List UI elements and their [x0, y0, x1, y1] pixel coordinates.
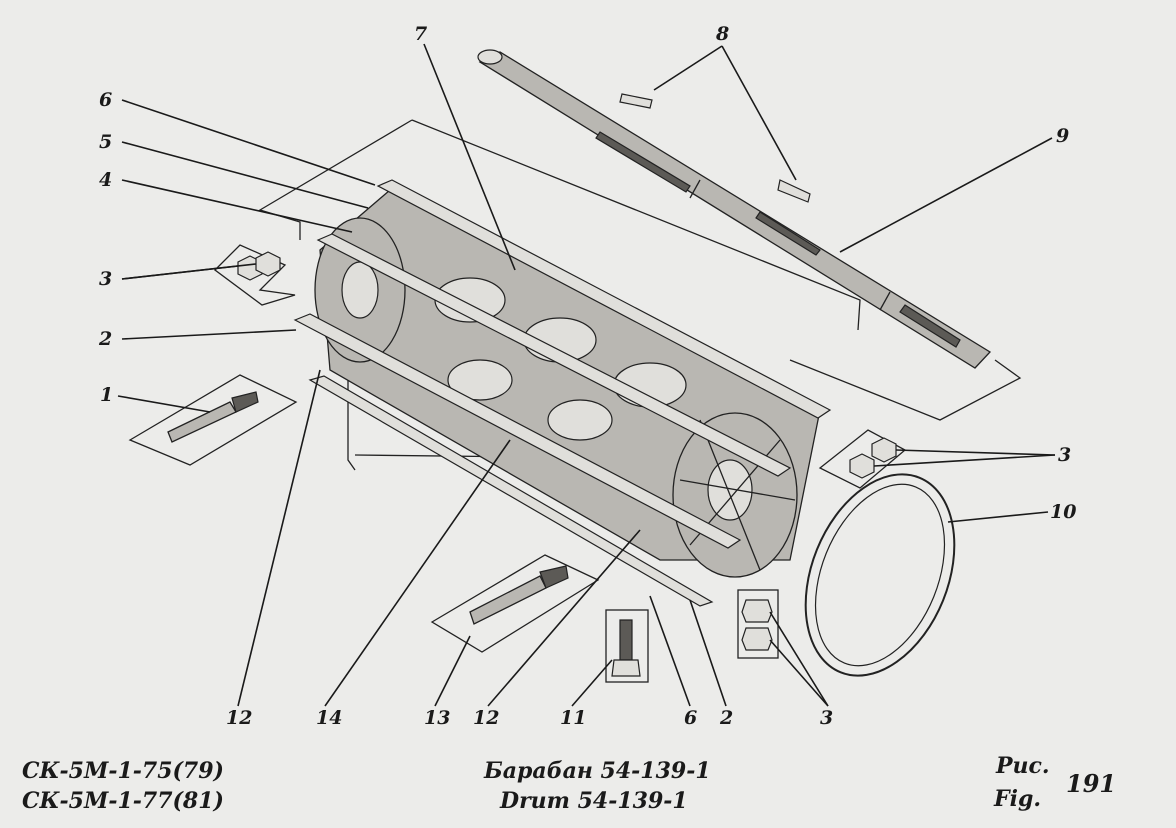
bolt-part-1: [128, 374, 298, 466]
key-parts: [619, 93, 811, 203]
drum-body: [293, 179, 832, 607]
bolt-part-13: [430, 554, 600, 653]
callout-2-bottom: 2: [719, 707, 733, 729]
callout-12-mid: 12: [473, 707, 499, 729]
callout-6-bottom: 6: [684, 707, 697, 729]
callout-4: 4: [99, 169, 112, 191]
ring-part: [804, 473, 956, 677]
drum-title-en: Drum 54-139-1: [500, 788, 688, 814]
leader-lines: [117, 43, 1056, 707]
shaft-part: [477, 49, 992, 369]
callout-9: 9: [1056, 125, 1069, 147]
bolt-part-11: [605, 609, 649, 683]
callout-3-right: 3: [1058, 444, 1071, 466]
callout-12-left: 12: [226, 707, 252, 729]
nuts-group-bottom: [737, 589, 779, 659]
model-line-1: СК-5М-1-75(79): [22, 758, 224, 784]
callout-11: 11: [560, 707, 586, 729]
callout-labels: 7 8 9 6 5 4 3 2 1 3 10 12 14 13 12 11 6 …: [98, 23, 1076, 729]
callout-5: 5: [99, 131, 112, 153]
callout-13: 13: [424, 707, 450, 729]
callout-10: 10: [1050, 501, 1076, 523]
nuts-group-left: [214, 244, 296, 306]
callout-3-bottom: 3: [820, 707, 833, 729]
drum-title-ru: Барабан 54-139-1: [484, 758, 711, 784]
callout-1: 1: [100, 384, 113, 406]
callout-14: 14: [316, 707, 342, 729]
fig-label-en: Fig.: [994, 786, 1042, 812]
nuts-group-right: [818, 429, 907, 489]
fig-number: 191: [1066, 769, 1117, 798]
callout-2-left: 2: [98, 328, 112, 350]
callout-8: 8: [715, 23, 729, 45]
model-line-2: СК-5М-1-77(81): [22, 788, 224, 814]
fig-label-ru: Рис.: [996, 753, 1050, 779]
callout-7: 7: [414, 23, 427, 45]
callout-3-left: 3: [99, 268, 112, 290]
callout-6-top: 6: [99, 89, 112, 111]
